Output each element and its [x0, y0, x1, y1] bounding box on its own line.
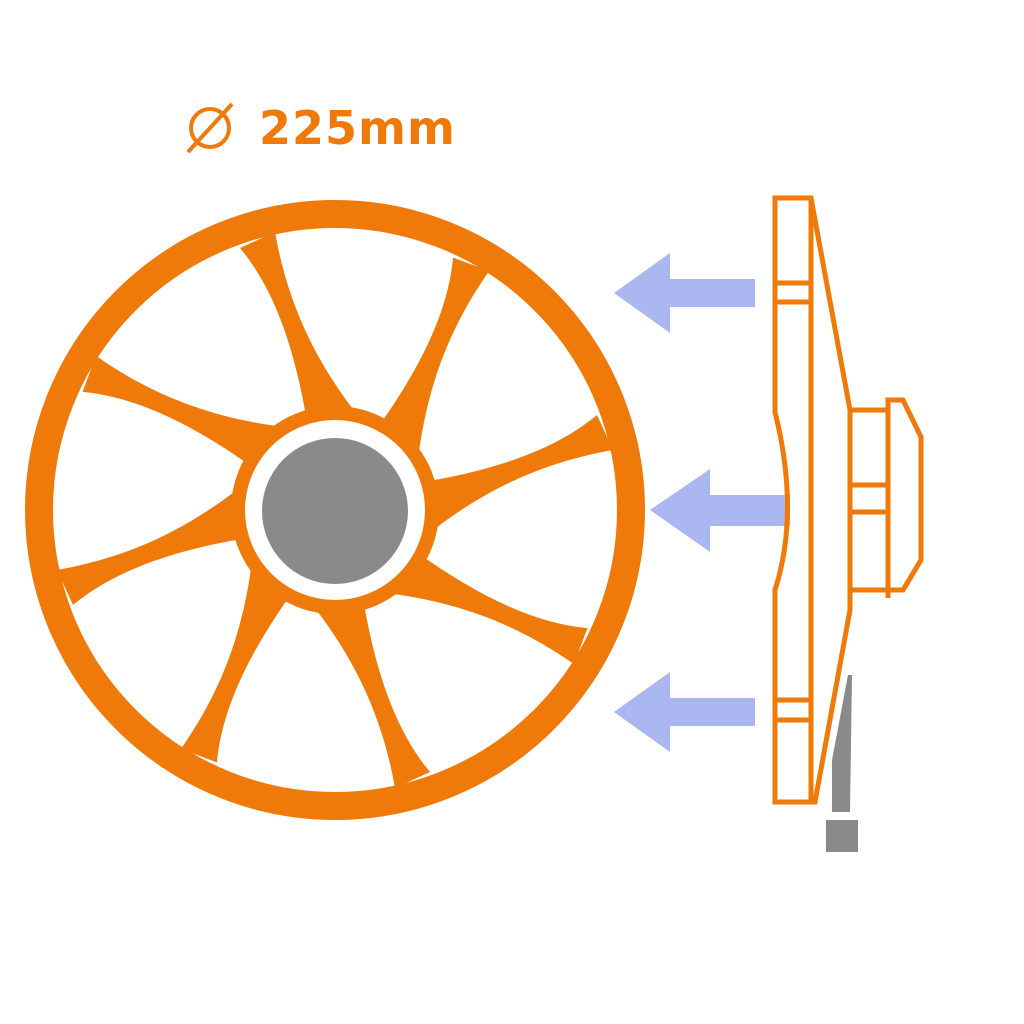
- diameter-symbol-icon: [186, 102, 234, 154]
- diameter-label: 225mm: [183, 96, 456, 160]
- fan-blade: [377, 552, 588, 665]
- fan-blade: [180, 552, 293, 763]
- side-motor-housing: [850, 397, 924, 598]
- fan-blades: [57, 232, 613, 788]
- fan-blade: [377, 257, 490, 468]
- fan-blade: [240, 232, 363, 422]
- airflow-arrows: [614, 253, 790, 752]
- fan-blade: [423, 415, 613, 538]
- hub-motor: [262, 438, 408, 584]
- power-cable: [826, 675, 858, 852]
- fan-blade: [82, 355, 293, 468]
- airflow-arrow-middle: [650, 469, 790, 552]
- fan-frame-ring: [25, 200, 645, 820]
- diameter-value: 225mm: [259, 101, 456, 155]
- airflow-arrow-bottom: [614, 672, 755, 752]
- fan-blade: [57, 482, 247, 605]
- cable: [832, 675, 852, 812]
- airflow-arrow-top: [614, 253, 755, 333]
- fan-front-view: [25, 200, 645, 820]
- side-frame: [772, 195, 853, 805]
- connector-plug: [826, 820, 858, 852]
- fan-side-view: [772, 195, 924, 805]
- fan-blade: [307, 598, 430, 788]
